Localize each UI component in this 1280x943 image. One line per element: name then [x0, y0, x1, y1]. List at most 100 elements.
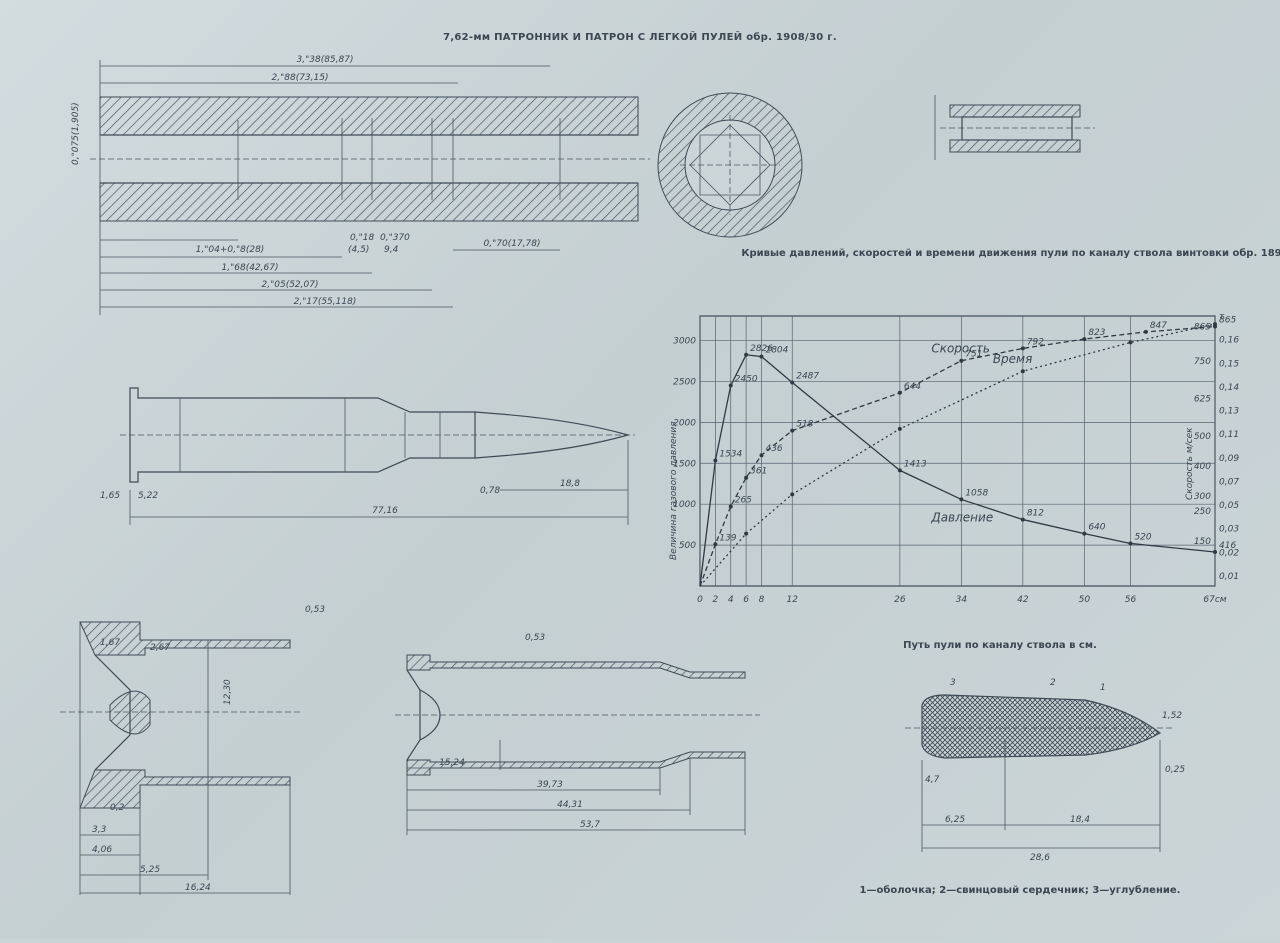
data-label: 1534 — [719, 449, 742, 459]
x-tick-label: 8 — [759, 595, 765, 605]
data-label: 2450 — [735, 375, 758, 385]
dim-base-e: 3,3 — [92, 825, 107, 835]
speed-tick-label: 300 — [1194, 492, 1211, 502]
y-tick-label: 1000 — [673, 500, 696, 510]
data-point — [897, 426, 902, 431]
data-label: 2487 — [796, 372, 819, 382]
time-tick-label: т — [1219, 312, 1225, 322]
ylabel-left: Величина газового давления — [669, 421, 679, 560]
time-tick-label: 0,13 — [1219, 407, 1239, 417]
data-point — [728, 383, 733, 388]
dim-base-c: 1,67 — [100, 638, 120, 648]
dim-case-c: 44,31 — [557, 800, 583, 810]
dim-d5: 1,"68(42,67) — [222, 263, 279, 273]
data-point — [959, 497, 964, 502]
x-tick-label: 12 — [787, 595, 799, 605]
data-point — [713, 458, 718, 463]
case-section: 15,24 39,73 44,31 53,7 0,53 — [395, 633, 760, 835]
dim-base-h: 16,24 — [185, 883, 211, 893]
dim-bullet-d: 28,6 — [1030, 853, 1050, 863]
series-name: Время — [993, 352, 1033, 366]
data-label: 792 — [1027, 337, 1044, 347]
dim-case-a: 15,24 — [439, 758, 465, 768]
chamber-wall-top — [99, 96, 639, 136]
series-line-1 — [699, 325, 1216, 587]
xaxis-caption: Путь пули по каналу ствола в см. — [903, 640, 1097, 651]
y-tick-label: 1500 — [673, 459, 696, 469]
chamber-wall-bottom — [99, 182, 639, 222]
data-point — [1128, 340, 1133, 345]
dim-case-e: 0,53 — [525, 633, 545, 643]
dim-base-g: 5,25 — [140, 865, 160, 875]
data-label: 2826 — [750, 344, 773, 354]
data-point — [1213, 549, 1217, 554]
bullet-part-1: 1 — [1100, 683, 1106, 693]
chamber-section: 3,"38(85,87) 2,"88(73,15) 0,"075(1,905) … — [71, 55, 650, 315]
dim-bullet-b: 6,25 — [945, 815, 965, 825]
parts-legend: 1—оболочка; 2—свинцовый сердечник; 3—угл… — [860, 884, 1181, 896]
dim-case-d: 53,7 — [580, 820, 600, 830]
dim-d3: 0,"370 — [380, 233, 410, 243]
data-label: 640 — [1088, 523, 1105, 533]
data-label: 751 — [965, 350, 982, 360]
speed-tick-label: 400 — [1194, 462, 1211, 472]
data-point — [1082, 337, 1087, 342]
speed-tick-label: 250 — [1194, 507, 1211, 517]
dim-d4: 0,"70(17,78) — [484, 239, 541, 249]
data-point — [790, 380, 795, 385]
data-label: 416 — [1219, 541, 1236, 551]
time-tick-label: 0,16 — [1219, 336, 1239, 346]
data-label: 2804 — [765, 346, 788, 356]
data-point — [1020, 369, 1025, 374]
data-point — [759, 354, 764, 359]
primer-pocket-detail — [934, 95, 1095, 160]
time-tick-label: 0,02 — [1219, 548, 1239, 558]
time-tick-label: 0,14 — [1219, 383, 1239, 393]
bullet-part-2: 2 — [1050, 678, 1056, 688]
data-label: 518 — [796, 420, 813, 430]
data-label: 823 — [1088, 328, 1105, 338]
dim-base-d: 0,2 — [110, 803, 125, 813]
time-tick-label: 0,01 — [1219, 572, 1239, 582]
time-tick-label: 0,03 — [1219, 525, 1239, 535]
speed-tick-label: 500 — [1194, 432, 1211, 442]
y-tick-label: 3000 — [673, 337, 696, 347]
time-tick-label: 0,15 — [1219, 359, 1239, 369]
data-label: 812 — [1027, 509, 1044, 519]
series-name: Давление — [930, 510, 993, 524]
time-tick-label: 0,11 — [1219, 430, 1239, 440]
time-tick-label: 0,05 — [1219, 501, 1239, 511]
dim-bullet-length: 18,8 — [560, 479, 580, 489]
x-tick-label: 4 — [728, 595, 734, 605]
data-point — [1128, 541, 1133, 546]
dim-cartridge-length: 77,16 — [372, 506, 398, 516]
dim-d10: 9,4 — [384, 245, 399, 255]
rifling-detail — [657, 92, 803, 238]
data-point — [897, 468, 902, 473]
dim-base-i: 12,30 — [223, 679, 233, 705]
series-name: Скорость — [931, 342, 990, 356]
speed-tick-label: 750 — [1194, 357, 1211, 367]
dim-d2: 0,"18 — [350, 233, 374, 243]
data-point — [1020, 517, 1025, 522]
data-point — [1020, 346, 1025, 351]
bullet-section: 3 2 1 4,7 6,25 18,4 28,6 1,52 0,25 — [905, 678, 1185, 863]
time-tick-label: 0,09 — [1219, 454, 1239, 464]
data-label: 436 — [765, 444, 782, 454]
x-tick-label: 0 — [697, 595, 703, 605]
y-tick-label: 500 — [679, 541, 696, 551]
x-tick-label: 67см — [1203, 595, 1226, 605]
x-tick-label: 56 — [1125, 595, 1137, 605]
x-tick-label: 2 — [713, 595, 719, 605]
dim-bullet-a: 4,7 — [925, 775, 940, 785]
data-label: 644 — [904, 382, 921, 392]
time-tick-label: 0,07 — [1219, 477, 1239, 487]
dim-case: 2,"88(73,15) — [272, 73, 329, 83]
data-point — [1082, 531, 1087, 536]
x-tick-label: 34 — [956, 595, 968, 605]
page-title: 7,62-мм ПАТРОННИК И ПАТРОН С ЛЕГКОЙ ПУЛЕ… — [443, 30, 837, 43]
dim-base-b: 2,67 — [150, 643, 170, 653]
dim-case-b: 39,73 — [537, 780, 563, 790]
